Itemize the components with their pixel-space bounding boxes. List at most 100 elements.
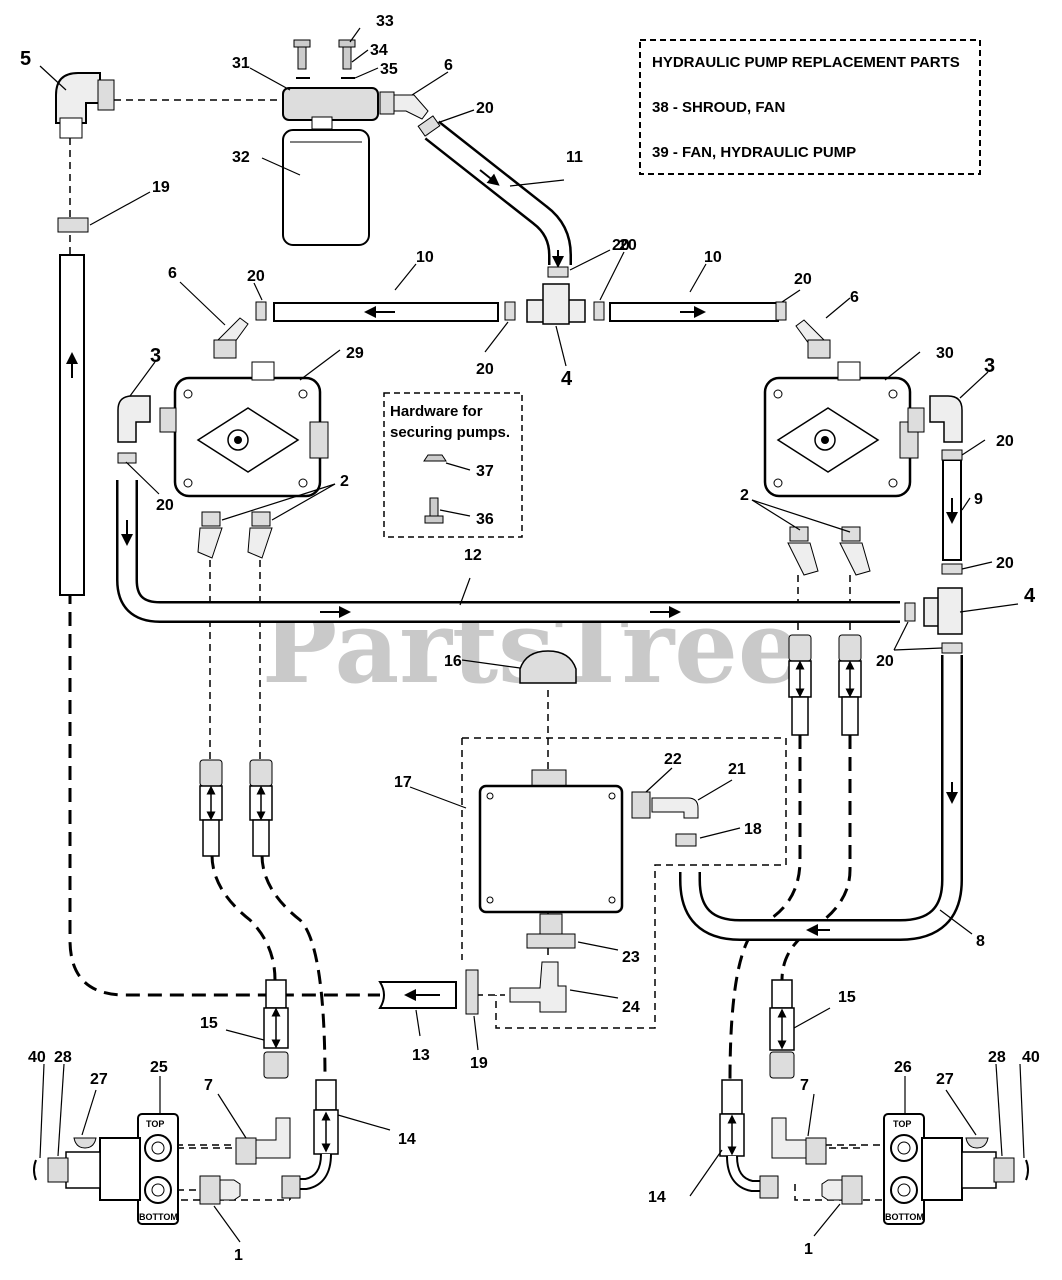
bracket-28-left	[47, 1157, 69, 1183]
callout-40-right: 40	[1022, 1049, 1040, 1066]
callout-20-l2: 20	[156, 497, 174, 514]
callout-34: 34	[370, 42, 388, 59]
fitting-22	[631, 791, 651, 819]
elbow-21	[651, 797, 699, 819]
valve-right-top-label: TOP	[893, 1119, 911, 1129]
replacement-parts-legend: HYDRAULIC PUMP REPLACEMENT PARTS 38 - SH…	[639, 39, 981, 175]
callout-20-left: 20	[247, 268, 265, 285]
callout-6-left: 6	[168, 265, 177, 282]
callout-1-left: 1	[234, 1247, 243, 1264]
bracket-28-right	[993, 1157, 1015, 1183]
fitting-23	[526, 933, 576, 949]
callout-23: 23	[622, 949, 640, 966]
hose-13	[378, 969, 479, 1015]
callout-11: 11	[566, 149, 583, 166]
clip-40-right	[1025, 1159, 1029, 1181]
elbow-3-right	[929, 395, 963, 443]
pump-29	[159, 361, 329, 498]
tee-fitting-4-right	[923, 587, 963, 654]
reservoir-cap-16	[519, 650, 577, 684]
hoses-upper-left	[199, 759, 273, 857]
legend-title: HYDRAULIC PUMP REPLACEMENT PARTS	[652, 54, 960, 71]
callout-20-right: 20	[794, 271, 812, 288]
callout-20-under: 20	[476, 361, 494, 378]
callout-2-right: 2	[740, 487, 749, 504]
hose-9	[941, 449, 963, 575]
callout-13: 13	[412, 1047, 430, 1064]
bolt-33b	[342, 43, 352, 70]
callout-14-left: 14	[398, 1131, 416, 1148]
callout-25: 25	[150, 1059, 168, 1076]
callout-15-left: 15	[200, 1015, 218, 1032]
callout-20-tee: 20	[612, 237, 630, 254]
callout-16: 16	[444, 653, 462, 670]
callout-24: 24	[622, 999, 640, 1016]
fitting-7-right	[805, 1137, 827, 1165]
control-valve-26: TOP BOTTOM	[771, 1113, 1029, 1225]
hose-12	[116, 452, 916, 623]
fittings-2-left	[197, 511, 273, 559]
callout-12: 12	[464, 547, 482, 564]
callout-33: 33	[376, 13, 394, 30]
clamp-18	[675, 833, 697, 847]
callout-20-r3: 20	[996, 555, 1014, 572]
callout-29: 29	[346, 345, 364, 362]
callout-numbers: 5 31 33 34 35 6 20 32 19 11 20 6 20 10 2…	[20, 13, 1040, 1264]
callout-21: 21	[728, 761, 746, 778]
callout-40-left: 40	[28, 1049, 46, 1066]
fittings-2-right	[787, 526, 871, 576]
callout-5: 5	[20, 48, 31, 70]
callout-7-right: 7	[800, 1077, 809, 1094]
callout-27-left: 27	[90, 1071, 108, 1088]
elbow-3-left	[117, 395, 151, 443]
callout-28-left: 28	[54, 1049, 72, 1066]
clip-40-left	[33, 1159, 37, 1181]
callout-6-top: 6	[444, 57, 453, 74]
callout-10-right: 10	[704, 249, 722, 266]
callout-18: 18	[744, 821, 762, 838]
fitting-6-right	[795, 319, 831, 359]
callout-22: 22	[664, 751, 682, 768]
filter-assembly	[282, 39, 429, 246]
callout-31: 31	[232, 55, 250, 72]
hoses-upper-right	[788, 634, 862, 736]
cap-27-left	[73, 1137, 97, 1149]
callout-35: 35	[380, 61, 398, 78]
hose-10-right	[593, 301, 787, 322]
callout-14-right: 14	[648, 1189, 666, 1206]
filter-32	[282, 129, 370, 246]
reservoir-17	[478, 769, 699, 1013]
callout-20-top: 20	[476, 100, 494, 117]
valve-left-bottom-label: BOTTOM	[139, 1212, 178, 1222]
hose-15-left	[263, 979, 289, 1079]
callout-4-top: 4	[561, 368, 573, 390]
callout-27-right: 27	[936, 1071, 954, 1088]
callout-6-right: 6	[850, 289, 859, 306]
bolt-33a	[297, 43, 307, 70]
callout-20-r2: 20	[996, 433, 1014, 450]
hose-14-left	[281, 1079, 339, 1199]
callout-7-left: 7	[204, 1077, 213, 1094]
fitting-1-left	[199, 1175, 221, 1205]
callout-20-r4: 20	[876, 653, 894, 670]
fitting-6-top	[379, 91, 395, 115]
callout-2-left: 2	[340, 473, 349, 490]
callout-1-right: 1	[804, 1241, 813, 1258]
hardware-note-line2: securing pumps.	[390, 424, 510, 441]
callout-17: 17	[394, 774, 412, 791]
valve-left-top-label: TOP	[146, 1119, 164, 1129]
callout-10-left: 10	[416, 249, 434, 266]
callout-8: 8	[976, 933, 985, 950]
callout-19-bottom: 19	[470, 1055, 488, 1072]
elbow-fitting-5	[55, 72, 115, 139]
callout-32: 32	[232, 149, 250, 166]
callout-15-right: 15	[838, 989, 856, 1006]
callout-19-top: 19	[152, 179, 170, 196]
clamp-19a	[57, 217, 89, 233]
callout-3-left: 3	[150, 345, 161, 367]
hose-11	[417, 115, 572, 278]
callout-36: 36	[476, 511, 494, 528]
leader-lines	[39, 27, 1025, 1243]
cap-27-right	[965, 1137, 989, 1149]
legend-item-38: 38 - SHROUD, FAN	[652, 99, 785, 116]
